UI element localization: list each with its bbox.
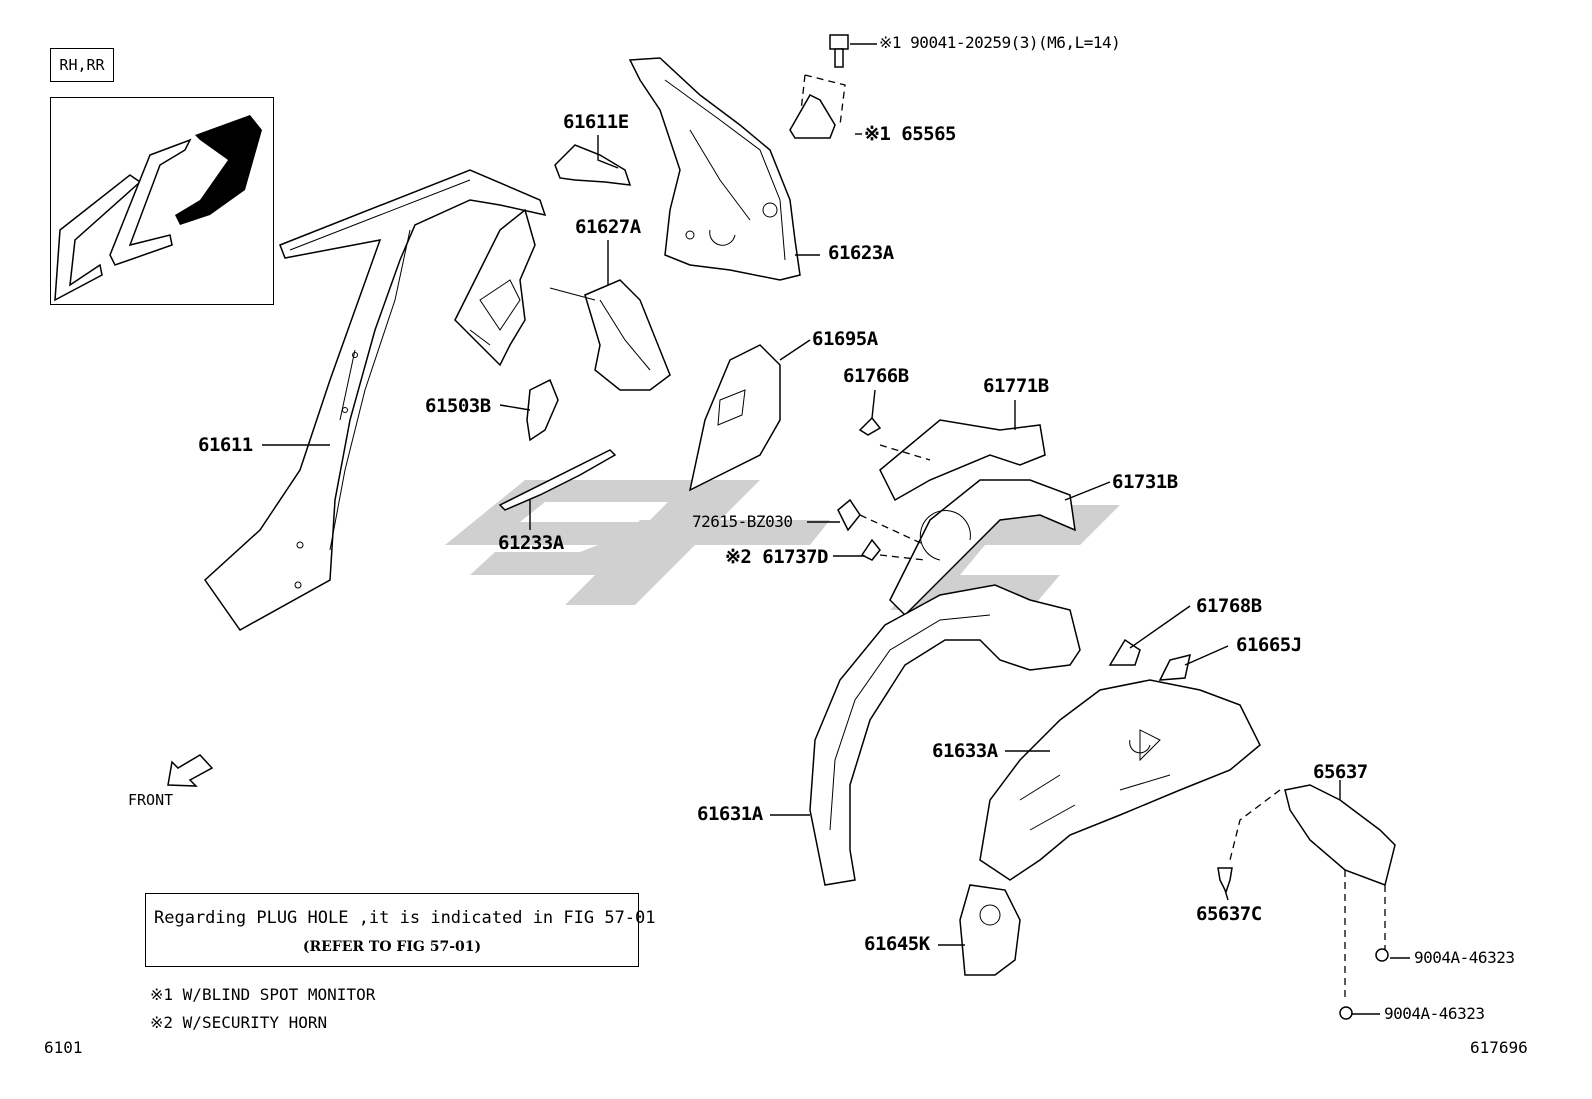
label-72615-BZ030[interactable]: 72615-BZ030 [692,512,793,531]
note-line-1: Regarding PLUG HOLE ,it is indicated in … [154,908,656,928]
label-61766B[interactable]: 61766B [843,365,909,387]
label-61611E[interactable]: 61611E [563,111,629,133]
part-61233A-art [498,449,617,511]
nut-icon [1339,1006,1353,1020]
bolt-icon [829,34,849,68]
label-61645K[interactable]: 61645K [864,933,930,955]
label-65565[interactable]: ※1 65565 [864,123,957,145]
clip-icon [837,498,861,532]
label-61695A[interactable]: 61695A [812,328,878,350]
plug-hole-note: Regarding PLUG HOLE ,it is indicated in … [145,893,656,967]
footnote-1: ※1 W/BLIND SPOT MONITOR [150,985,376,1004]
part-61503B-art [526,378,559,442]
label-9004A-46323-upper[interactable]: 9004A-46323 [1414,948,1515,967]
part-61623A-art [628,57,801,281]
leader-lines [262,43,1410,1015]
label-65637[interactable]: 65637 [1313,761,1368,783]
label-61665J[interactable]: 61665J [1236,634,1302,656]
label-61627A[interactable]: 61627A [575,216,641,238]
part-61611E-art [554,144,632,186]
label-61731B[interactable]: 61731B [1112,471,1178,493]
part-61695A-art [688,344,781,492]
label-61633A[interactable]: 61633A [932,740,998,762]
clip-icon [1217,867,1233,894]
part-61665J-art [1158,653,1191,681]
part-61737D-art [860,538,881,561]
page-code: 6101 [44,1038,83,1057]
footnote-2: ※2 W/SECURITY HORN [150,1013,328,1032]
variant-tag: RH,RR [50,48,114,82]
label-61631A[interactable]: 61631A [697,803,763,825]
label-61623A[interactable]: 61623A [828,242,894,264]
part-61771B-art [879,419,1046,502]
label-61768B[interactable]: 61768B [1196,595,1262,617]
note-line-2: (REFER TO FIG 57-01) [302,939,482,955]
front-arrow-icon [167,754,214,787]
label-61771B[interactable]: 61771B [983,375,1049,397]
part-65565-art [789,74,846,139]
label-90041-20259[interactable]: ※1 90041-20259(3)(M6,L=14) [879,33,1121,52]
part-65637-art [1229,784,1396,1000]
part-61633A-art [979,679,1261,881]
label-61503B[interactable]: 61503B [425,395,491,417]
nut-icon [1375,948,1389,962]
front-label: FRONT [128,791,174,809]
label-61737D[interactable]: ※2 61737D [725,546,828,568]
part-61731B-art [889,479,1076,617]
part-61631A-art [809,584,1081,886]
label-65637C[interactable]: 65637C [1196,903,1262,925]
part-61627A-art [549,279,671,391]
figure-number: 617696 [1470,1038,1528,1057]
part-61645K-art [959,884,1021,976]
label-61611[interactable]: 61611 [198,434,253,456]
label-61233A[interactable]: 61233A [498,532,564,554]
inset-locator-box [50,97,274,305]
label-9004A-46323-lower[interactable]: 9004A-46323 [1384,1004,1485,1023]
part-61611-art [204,169,547,631]
inset-drawing [54,115,262,302]
part-61766B-art [858,416,882,436]
